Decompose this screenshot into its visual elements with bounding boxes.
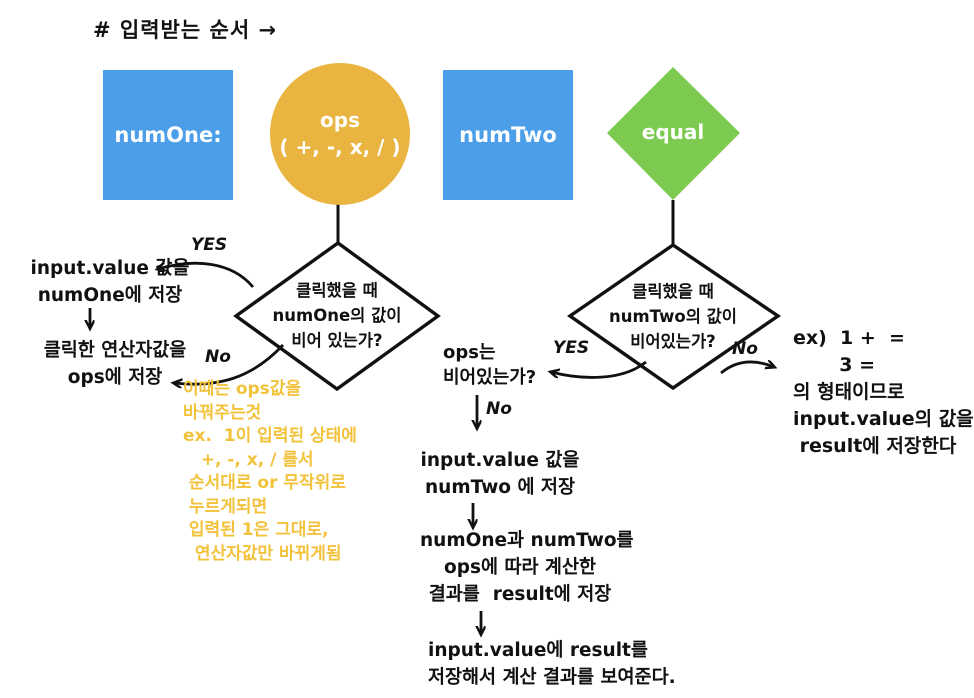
left-no-label: No [205, 347, 231, 367]
ops-change-note-line: ex. 1이 입력된 상태에 [183, 426, 357, 446]
numtwo-box: numTwo [443, 70, 573, 200]
result-save-note-line: 3 = [793, 354, 876, 376]
page-title: # 입력받는 순서 → [93, 18, 278, 42]
ops-empty-question-line: 비어있는가? [443, 367, 537, 388]
right-no-label: No [732, 339, 758, 359]
middle-step-show-result: input.value에 result를 저장해서 계산 결과를 보여준다. [428, 637, 676, 691]
middle-step1-line: numTwo 에 저장 [425, 477, 575, 498]
ops-change-note-line: 누르게되면 [183, 496, 268, 517]
left-yes-label: YES [191, 235, 228, 255]
ops-change-note-line: +, -, x, / 를서 [183, 449, 314, 470]
left-decision-diamond [233, 240, 441, 392]
equal-diamond-label: equal [641, 120, 705, 144]
result-save-note-line: 의 형태이므로 [793, 381, 905, 403]
left-step1-line: input.value 값을 [30, 258, 190, 279]
left-step2-line: 클릭한 연산자값을 [43, 340, 187, 361]
right-decision-diamond [567, 242, 782, 391]
right-diamond-line: 비어있는가? [630, 332, 716, 351]
middle-step3-line: input.value에 result를 [428, 640, 648, 661]
right-diamond-line: numTwo의 값이 [609, 307, 737, 326]
left-yes-arrow [158, 263, 255, 288]
left-diamond-line: numOne의 값이 [272, 306, 402, 325]
ops-circle-label-line1: ops [320, 108, 360, 132]
right-diamond-line: 클릭했을 때 [632, 282, 714, 301]
middle-step1-line: input.value 값을 [420, 450, 580, 471]
ops-change-note-line: 입력된 1은 그대로, [183, 520, 329, 540]
ops-empty-question-line: ops는 [443, 342, 496, 363]
numone-box-label: numOne: [114, 123, 222, 147]
result-save-note-line: result에 저장한다 [793, 435, 957, 457]
result-save-note: ex) 1 + = 3 = 의 형태이므로 input.value의 값을 re… [793, 325, 974, 460]
right-no-arrow [720, 362, 774, 375]
ops-change-note-line: 순서대로 or 무작위로 [183, 473, 346, 493]
ops-change-note-line: 이때는 ops값을 [183, 379, 302, 399]
middle-step-calculate: numOne과 numTwo를 ops에 따라 계산한 결과를 result에 … [420, 527, 634, 608]
left-step-save-numone: input.value 값을 numOne에 저장 [10, 255, 210, 309]
left-diamond-line: 클릭했을 때 [296, 281, 378, 300]
left-step1-line: numOne에 저장 [37, 285, 183, 306]
middle-yes-arrow [551, 360, 647, 379]
middle-step2-line: ops에 따라 계산한 [444, 557, 596, 578]
numone-box: numOne: [103, 70, 233, 200]
ops-circle: ops ( +, -, x, / ) [270, 63, 410, 205]
middle-step2-line: 결과를 result에 저장 [428, 584, 612, 605]
left-step2-line: ops에 저장 [67, 367, 163, 388]
left-diamond-text: 클릭했을 때 numOne의 값이 비어 있는가? [245, 278, 429, 353]
right-diamond-text: 클릭했을 때 numTwo의 값이 비어있는가? [581, 279, 765, 354]
ops-change-note-line: 연산자값만 바뀌게됨 [183, 543, 342, 564]
result-save-note-line: ex) 1 + = [793, 327, 905, 349]
left-no-arrow [174, 344, 285, 384]
result-save-note-line: input.value의 값을 [793, 408, 974, 430]
left-step-save-ops: 클릭한 연산자값을 ops에 저장 [15, 337, 215, 391]
numtwo-box-label: numTwo [459, 123, 557, 147]
ops-change-note-line: 바꿔주는것 [183, 402, 262, 423]
ops-change-note: 이때는 ops값을 바꿔주는것 ex. 1이 입력된 상태에 +, -, x, … [183, 378, 357, 566]
left-diamond-line: 비어 있는가? [291, 331, 383, 350]
middle-step3-line: 저장해서 계산 결과를 보여준다. [428, 667, 676, 688]
middle-no-label: No [486, 399, 512, 419]
middle-yes-label: YES [553, 338, 590, 358]
ops-empty-question: ops는 비어있는가? [443, 340, 536, 390]
middle-step2-line: numOne과 numTwo를 [420, 530, 634, 551]
equal-diamond-shape [607, 67, 740, 200]
middle-step-save-numtwo: input.value 값을 numTwo 에 저장 [415, 447, 585, 501]
ops-circle-label-line2: ( +, -, x, / ) [279, 135, 401, 159]
